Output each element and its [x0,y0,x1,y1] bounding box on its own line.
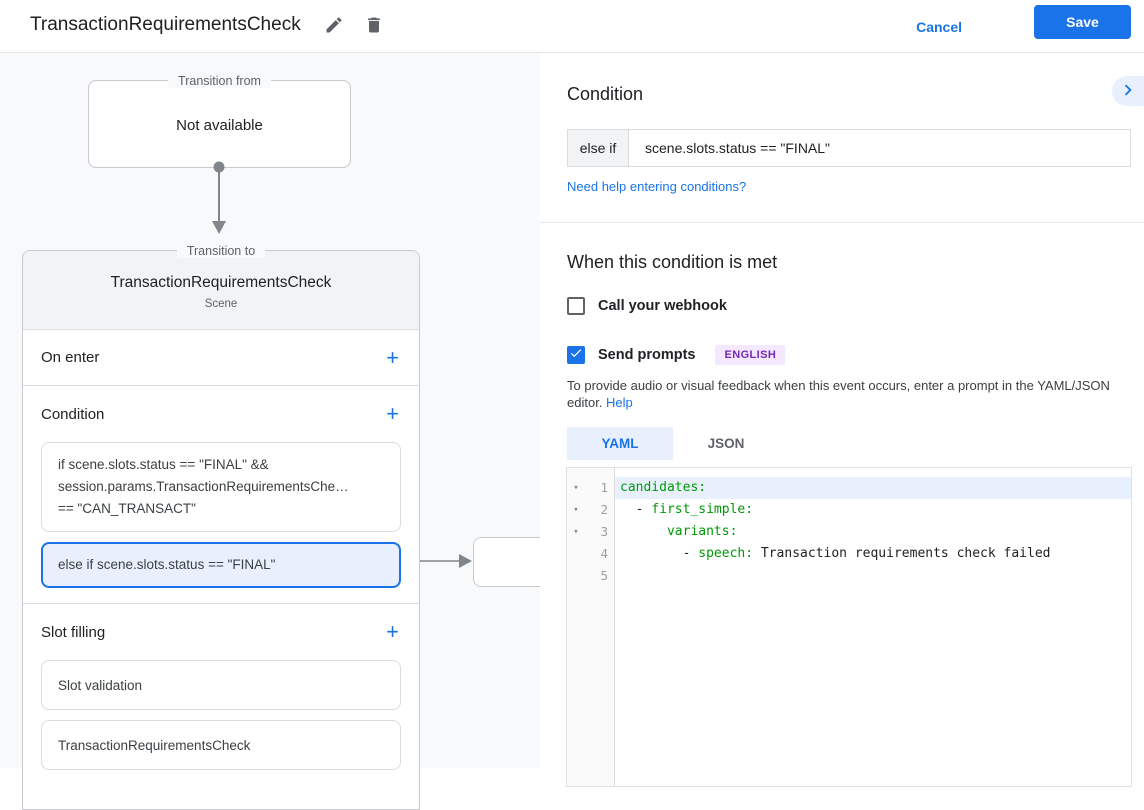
scene-card-header[interactable]: TransactionRequirementsCheck Scene [23,251,419,330]
condition-item[interactable]: if scene.slots.status == "FINAL" && sess… [41,442,401,532]
webhook-checkbox[interactable] [567,297,585,315]
checkmark-icon [569,346,583,365]
condition-input[interactable] [628,129,1131,167]
webhook-row: Call your webhook [567,297,727,315]
prompts-checkbox[interactable] [567,346,585,364]
fold-icon[interactable]: ▾ [573,483,579,493]
condition-detail-panel: Condition else if Need help entering con… [540,53,1144,787]
code-line: - speech: Transaction requirements check… [620,546,1051,561]
transition-from-label: Transition from [89,72,350,90]
panel-divider [540,222,1144,223]
condition-section: Condition + if scene.slots.status == "FI… [23,386,419,604]
flow-arrow-down [212,161,226,234]
fold-icon[interactable]: ▾ [573,527,579,537]
tab-json[interactable]: JSON [673,427,779,460]
line-number: 2 [600,502,608,517]
top-bar: TransactionRequirementsCheck Cancel Save [0,0,1144,53]
code-line [615,565,1131,587]
fold-icon[interactable]: ▾ [573,505,579,515]
language-badge: ENGLISH [715,345,786,365]
prompts-label: Send prompts [598,347,696,363]
webhook-label: Call your webhook [598,298,727,314]
pencil-icon [324,15,344,38]
prompts-row: Send prompts ENGLISH [567,345,786,365]
editor-code-area[interactable]: candidates: - first_simple: variants: - … [615,468,1131,786]
plus-icon: + [386,401,399,426]
editor-tabs: YAML JSON [567,427,779,460]
scene-title: TransactionRequirementsCheck [110,274,332,291]
line-number: 4 [600,546,608,561]
trash-icon [364,15,384,38]
cancel-button[interactable]: Cancel [902,10,976,44]
save-button[interactable]: Save [1034,5,1131,39]
transition-from-node: Transition from Not available [88,74,351,168]
slot-filling-section: Slot filling + Slot validation Transacti… [23,604,419,770]
editor-gutter: ▾ 1 ▾ 2 ▾ 3 4 5 [567,468,615,786]
section-title: When this condition is met [567,252,778,272]
tab-yaml[interactable]: YAML [567,427,673,460]
code-line: candidates: [615,477,1131,499]
condition-prefix: else if [567,129,628,167]
add-condition-button[interactable]: + [386,401,399,426]
add-slot-button[interactable]: + [386,619,399,644]
code-line: variants: [666,524,738,539]
slot-item[interactable]: TransactionRequirementsCheck [41,720,401,770]
edit-scene-button[interactable] [320,12,348,40]
conditions-help-link[interactable]: Need help entering conditions? [567,179,747,194]
transition-target-node[interactable] [473,537,553,587]
scene-subtitle: Scene [204,298,238,310]
line-number: 1 [600,480,608,495]
plus-icon: + [386,619,399,644]
prompt-help-link[interactable]: Help [606,395,633,410]
slot-item[interactable]: Slot validation [41,660,401,710]
line-number: 3 [600,524,608,539]
prompt-description: To provide audio or visual feedback when… [567,378,1110,410]
line-number: 5 [600,568,608,583]
condition-section-label: Condition [41,405,105,423]
delete-scene-button[interactable] [360,12,388,40]
page-title: TransactionRequirementsCheck [30,14,301,35]
panel-title: Condition [567,84,644,104]
code-line: - first_simple: [620,502,754,517]
add-on-enter-button[interactable]: + [386,344,399,370]
transition-from-content: Not available [176,117,263,134]
collapse-panel-button[interactable] [1112,76,1144,106]
on-enter-row: On enter + [23,330,419,386]
yaml-editor[interactable]: ▾ 1 ▾ 2 ▾ 3 4 5 candidates: - first_sim [566,467,1132,787]
plus-icon: + [386,344,399,370]
on-enter-label: On enter [41,349,100,366]
condition-item-selected[interactable]: else if scene.slots.status == "FINAL" [41,542,401,588]
flow-canvas: Transition from Not available Transition… [0,53,553,810]
chevron-right-icon [1112,79,1139,104]
condition-editor-row: else if [567,129,1131,167]
slot-filling-label: Slot filling [41,623,106,641]
scene-card: Transition to TransactionRequirementsChe… [22,244,420,810]
